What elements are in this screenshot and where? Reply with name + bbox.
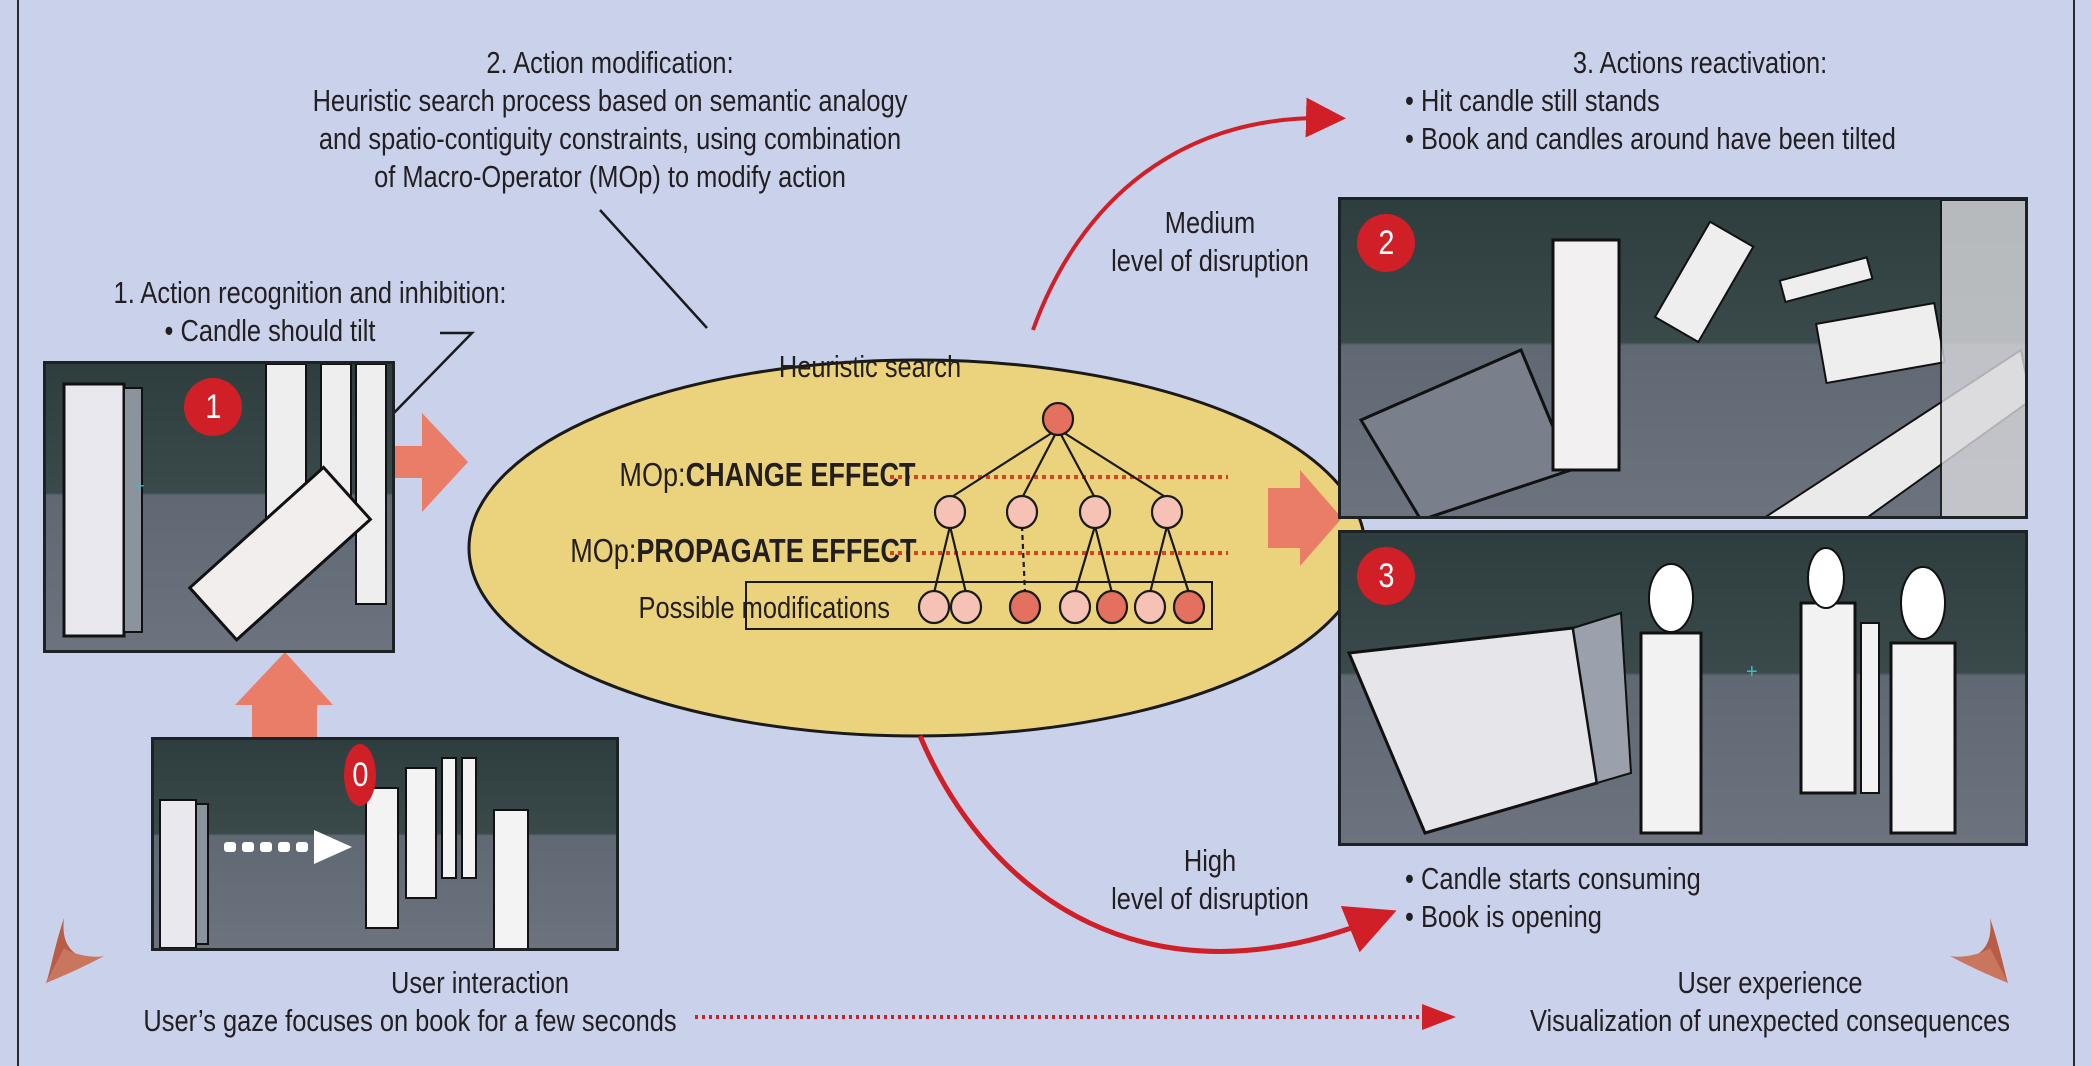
tree-leaf-node-6 (1172, 589, 1206, 625)
block-arrow-right-mid (1268, 470, 1342, 566)
step1-bullet-1: Candle should tilt (139, 312, 401, 350)
outcome-bullet-2: Book is opening (1405, 898, 1602, 936)
tree-edge-l1-leaf-4 (1093, 525, 1114, 594)
medium-disruption-arrow (1031, 97, 1346, 331)
figure-frame (17, 0, 2075, 1066)
scene-1-illustration: + (62, 364, 387, 642)
tree-leaf-node-0 (917, 589, 951, 625)
high-disruption-arrow (917, 735, 1397, 954)
user-interaction-title: User interaction (390, 965, 570, 1000)
step2-title: 2. Action modification: (486, 45, 734, 80)
tree-edge-l1-leaf-5 (1148, 525, 1169, 594)
step2-line-1: Heuristic search process based on semant… (312, 83, 908, 118)
step2-line-3: of Macro-Operator (MOp) to modify action (374, 159, 846, 194)
tree-level1-node-1 (1005, 494, 1039, 530)
scene-2-illustration (1358, 200, 2025, 516)
tree-edge-l1-leaf-1 (948, 525, 968, 594)
step2-callout-line (599, 209, 708, 329)
step3-title: 3. Actions reactivation: (1572, 45, 1828, 80)
mop-propagate-effect-label: MOp:PROPAGATE EFFECT (570, 532, 916, 570)
tree-edge-l1-leaf-0 (932, 525, 952, 594)
medium-label-1: Medium (1164, 205, 1256, 240)
scene-panel-2: 2 (1338, 197, 2028, 519)
heuristic-search-title: Heuristic search (778, 349, 962, 384)
scene-panel-3: 3 + (1338, 530, 2028, 846)
svg-text:+: + (134, 476, 145, 496)
scene-3-illustration: + (1346, 547, 1957, 835)
medium-label-2: level of disruption (1111, 243, 1309, 278)
tree-level1-node-2 (1078, 494, 1112, 530)
possible-modifications-label: Possible modifications (638, 590, 890, 625)
high-label-2: level of disruption (1111, 881, 1309, 916)
high-label-1: High (1183, 843, 1237, 878)
step3-bullet-1: Hit candle still stands (1405, 82, 1660, 120)
tree-leaf-node-3 (1058, 589, 1092, 625)
timeline-arrowhead (1422, 1004, 1456, 1030)
search-tree (917, 401, 1206, 625)
step-badge-0: 0 (344, 744, 376, 806)
tree-edge-root-l1-0 (949, 428, 1059, 499)
mop-change-prefix: MOp: (619, 456, 686, 493)
step3-bullet-2: Book and candles around have been tilted (1405, 120, 1896, 158)
tree-edge-l1-leaf-6 (1165, 525, 1191, 594)
block-arrow-right-left (391, 413, 468, 512)
tree-edge-root-l1-1 (1021, 428, 1059, 499)
tree-level1-node-3 (1150, 494, 1184, 530)
scene-panel-1: 1 + (43, 361, 395, 653)
tree-edge-root-l1-2 (1057, 428, 1096, 499)
user-experience-title: User experience (1677, 965, 1863, 1000)
step-badge-1: 1 (184, 378, 242, 436)
mop-change-name: CHANGE EFFECT (685, 456, 916, 493)
step1-title: 1. Action recognition and inhibition: (113, 275, 507, 310)
logo-left-icon (46, 918, 104, 983)
tree-level1-node-0 (933, 494, 967, 530)
tree-edge-l1-leaf-2 (1020, 525, 1027, 594)
possible-modifications-box (745, 581, 1213, 630)
user-experience-sub: Visualization of unexpected consequences (1529, 1003, 2011, 1038)
tree-edge-l1-leaf-3 (1073, 525, 1097, 594)
scene-0-illustration (159, 757, 529, 948)
tree-leaf-node-4 (1095, 589, 1129, 625)
mop-propagate-name: PROPAGATE EFFECT (636, 532, 917, 569)
mop-change-effect-label: MOp:CHANGE EFFECT (619, 456, 915, 494)
logo-right-icon (1950, 918, 2008, 983)
tree-leaf-node-2 (1008, 589, 1042, 625)
step-badge-3: 3 (1357, 547, 1415, 605)
step-badge-2: 2 (1357, 214, 1415, 272)
step2-line-2: and spatio-contiguity constraints, using… (318, 121, 902, 156)
user-interaction-sub: User’s gaze focuses on book for a few se… (143, 1003, 677, 1038)
block-arrow-up (235, 652, 333, 738)
mop-propagate-prefix: MOp: (570, 532, 637, 569)
outcome-bullet-1: Candle starts consuming (1405, 860, 1701, 898)
tree-leaf-node-5 (1133, 589, 1167, 625)
scene-panel-0: 0 (151, 737, 619, 951)
tree-leaf-node-1 (949, 589, 983, 625)
svg-text:+: + (1746, 661, 1758, 683)
tree-edge-root-l1-3 (1057, 428, 1168, 499)
tree-root-node (1041, 401, 1075, 437)
